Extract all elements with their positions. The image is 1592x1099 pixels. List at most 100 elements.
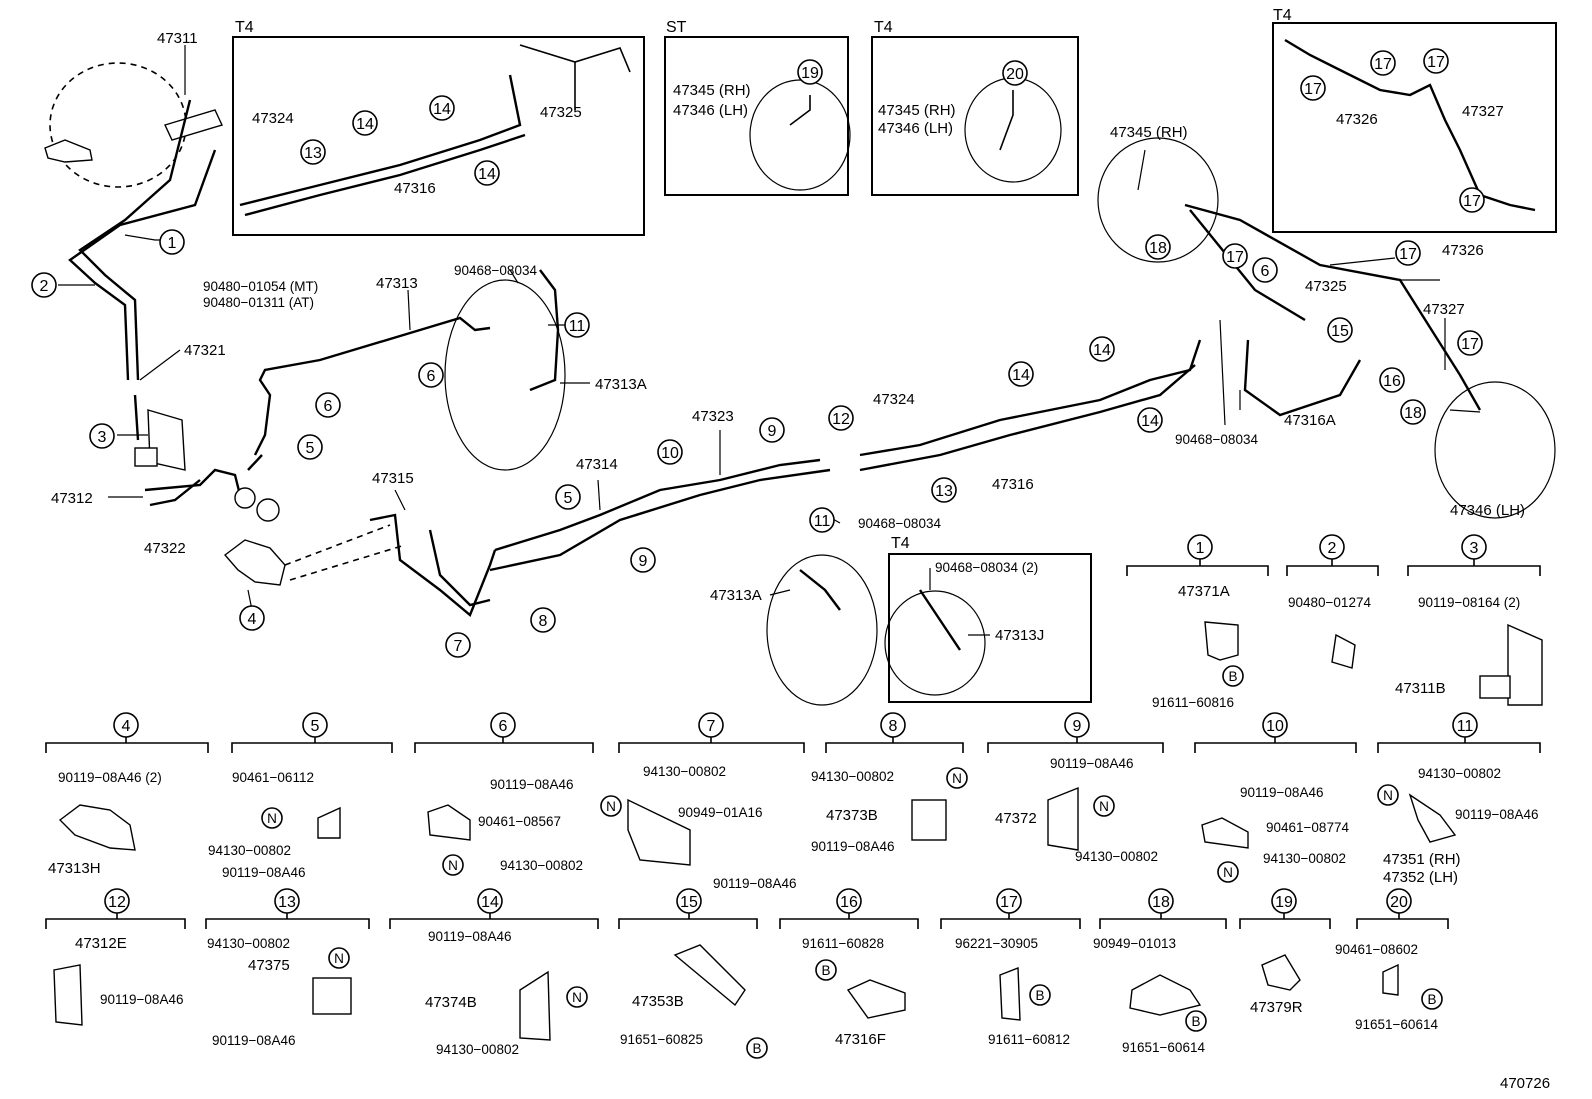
ref-marker-9: 9 — [630, 547, 656, 573]
svg-text:19: 19 — [801, 65, 819, 82]
svg-text:14: 14 — [1093, 342, 1111, 359]
part-label: 90468−08034 — [1175, 432, 1258, 447]
ref-marker-13: 13 — [931, 477, 957, 503]
part-label: 47316 — [394, 180, 436, 197]
detail-9: 9 90119−08A46 47372 N 94130−00802 — [987, 712, 1164, 864]
inset-box-t4-hose — [888, 553, 1092, 703]
svg-text:7: 7 — [707, 718, 716, 735]
detail-1: 1 47371A B 91611−60816 — [1126, 534, 1269, 710]
svg-text:18: 18 — [1152, 894, 1170, 911]
svg-text:13: 13 — [935, 483, 953, 500]
part-label: 47313A — [710, 587, 762, 604]
ref-marker-9: 9 — [759, 417, 785, 443]
master-cylinder-shape — [44, 139, 93, 163]
svg-text:8: 8 — [539, 613, 548, 630]
svg-text:6: 6 — [499, 718, 508, 735]
detail-part-label: 90119−08A46 (2) — [58, 770, 162, 785]
detail-part-label: 94130−00802 — [500, 858, 583, 873]
part-label: 47313 — [376, 275, 418, 292]
detail-10: 10 90119−08A46 90461−08774 N 94130−00802 — [1194, 712, 1357, 883]
part-label: 47345 (RH) — [673, 82, 751, 99]
ref-marker-16: 16 — [1379, 367, 1405, 393]
svg-text:N: N — [606, 799, 616, 814]
svg-text:16: 16 — [840, 894, 858, 911]
inset-label-t4: T4 — [1273, 7, 1292, 24]
svg-text:7: 7 — [454, 638, 463, 655]
part-label: 47327 — [1462, 103, 1504, 120]
detail-part-label: 94130−00802 — [436, 1042, 519, 1057]
detail-part-label: 47311B — [1395, 680, 1446, 697]
figure-code: 470726 — [1500, 1075, 1550, 1092]
ref-marker-14: 14 — [1089, 336, 1115, 362]
detail-4: 4 90119−08A46 (2) 47313H — [45, 712, 209, 877]
part-label: 90480−01311 (AT) — [203, 295, 314, 310]
ref-marker-5: 5 — [297, 434, 323, 460]
svg-text:19: 19 — [1275, 894, 1293, 911]
detail-part-label: 90119−08A46 — [212, 1033, 295, 1048]
part-label: 47316 — [992, 476, 1034, 493]
svg-text:4: 4 — [122, 718, 131, 735]
svg-text:17: 17 — [1399, 246, 1417, 263]
detail-part-label: 94130−00802 — [1075, 849, 1158, 864]
detail-6: 6 90119−08A46 90461−08567 N 94130−00802 — [414, 712, 594, 876]
ref-marker-14: 14 — [1137, 407, 1163, 433]
svg-text:8: 8 — [889, 718, 898, 735]
ref-marker-17: 17 — [1457, 330, 1483, 356]
detail-part-label: 90119−08A46 — [713, 876, 796, 891]
svg-text:9: 9 — [1073, 718, 1082, 735]
detail-part-label: 90461−08774 — [1266, 820, 1349, 835]
detail-11: 11 N 94130−00802 90119−08A46 47351 (RH) … — [1377, 712, 1541, 886]
svg-text:9: 9 — [768, 423, 777, 440]
part-label: 47315 — [372, 470, 414, 487]
detail-part-label: 91651−60614 — [1122, 1040, 1205, 1055]
svg-text:14: 14 — [1012, 367, 1030, 384]
master-cylinder-body — [164, 109, 223, 141]
part-label: 47313J — [995, 627, 1044, 644]
detail-part-label: 91611−60816 — [1152, 695, 1234, 710]
part-label: 47323 — [692, 408, 734, 425]
part-label: 47322 — [144, 540, 186, 557]
detail-part-label: 94130−00802 — [811, 769, 894, 784]
hose-detail-outline — [766, 554, 878, 706]
detail-part-label: 90119−08A46 — [100, 992, 183, 1007]
svg-text:17: 17 — [1304, 81, 1322, 98]
detail-19: 19 47379R — [1239, 888, 1331, 1016]
svg-text:2: 2 — [40, 278, 49, 295]
svg-text:11: 11 — [1457, 718, 1474, 735]
svg-text:N: N — [448, 858, 458, 873]
svg-text:N: N — [572, 990, 582, 1005]
ref-marker-17: 17 — [1423, 48, 1449, 74]
svg-text:1: 1 — [168, 235, 177, 252]
svg-text:17: 17 — [1000, 894, 1018, 911]
svg-text:20: 20 — [1390, 894, 1408, 911]
detail-part-label: 47371A — [1178, 583, 1230, 600]
detail-part-label: 90119−08164 (2) — [1418, 595, 1520, 610]
svg-text:11: 11 — [814, 513, 831, 530]
part-label: 47346 (LH) — [1450, 502, 1525, 519]
ref-marker-7: 7 — [445, 632, 471, 658]
detail-part-label: 90119−08A46 — [222, 865, 305, 880]
ref-marker-18: 18 — [1400, 399, 1426, 425]
wheel-cylinder-outline — [1097, 137, 1219, 263]
detail-part-label: 47374B — [425, 994, 477, 1011]
wheel-cylinder-outline — [1434, 381, 1556, 519]
detail-part-label: 90119−08A46 — [811, 839, 894, 854]
svg-text:3: 3 — [98, 429, 107, 446]
svg-text:17: 17 — [1463, 193, 1481, 210]
brake-line-art — [44, 38, 1556, 706]
detail-17: 17 96221−30905 B 91611−60812 — [940, 888, 1081, 1047]
inset-box-t4-middle — [871, 36, 1079, 196]
svg-text:12: 12 — [832, 411, 850, 428]
detail-part-label: 94130−00802 — [208, 843, 291, 858]
inset-label-st: ST — [666, 19, 687, 36]
part-label: 47346 (LH) — [878, 120, 953, 137]
svg-text:13: 13 — [278, 894, 296, 911]
detail-part-label: 90949−01013 — [1093, 936, 1176, 951]
svg-text:5: 5 — [564, 490, 573, 507]
svg-text:6: 6 — [1261, 263, 1270, 280]
svg-text:16: 16 — [1383, 373, 1401, 390]
ref-marker-6: 6 — [315, 392, 341, 418]
inset-box-t4-front — [232, 36, 645, 236]
detail-12: 12 47312E 90119−08A46 — [45, 888, 186, 1026]
